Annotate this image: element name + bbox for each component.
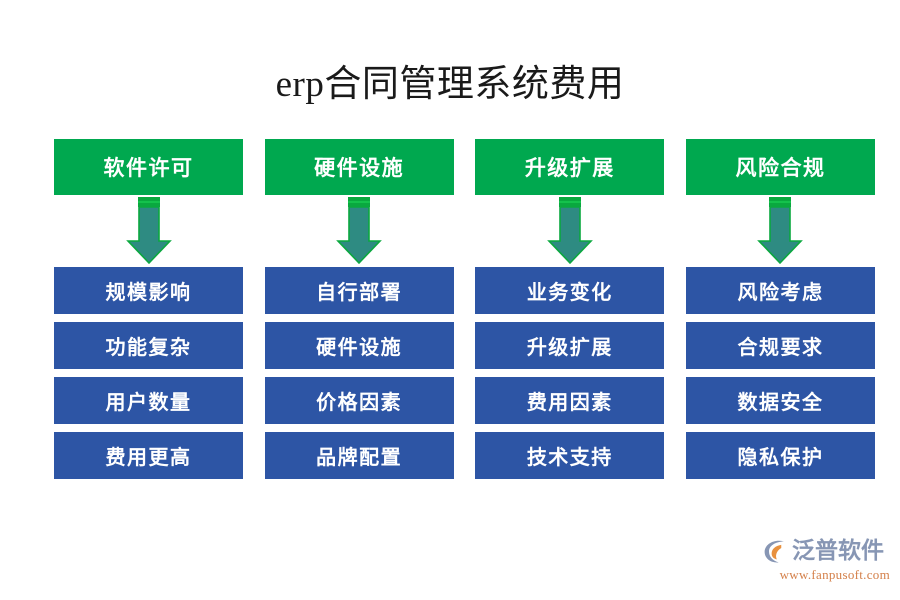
arrow-connector	[475, 195, 664, 267]
column-header[interactable]: 硬件设施	[264, 139, 454, 195]
fanpu-swoosh-logo-icon	[764, 540, 784, 563]
arrow-down-icon	[546, 197, 593, 265]
list-item[interactable]: 价格因素	[264, 377, 454, 424]
arrow-down-icon	[336, 197, 383, 265]
brand-url: www.fanpusoft.com	[779, 567, 890, 582]
brand-name: 泛普软件	[792, 538, 884, 563]
column-header[interactable]: 风险合规	[685, 139, 875, 195]
list-item[interactable]: 品牌配置	[264, 432, 454, 479]
list-item[interactable]: 业务变化	[475, 267, 665, 314]
column-header[interactable]: 软件许可	[54, 139, 243, 195]
watermark: 泛普软件 www.fanpusoft.com	[762, 536, 890, 586]
arrow-down-icon	[125, 197, 172, 265]
list-item[interactable]: 规模影响	[54, 267, 243, 314]
list-item[interactable]: 技术支持	[475, 432, 665, 479]
column-software-license: 软件许可 规模影响 功能复杂 用户数量 费用更高	[54, 139, 243, 484]
list-item[interactable]: 费用更高	[54, 432, 243, 479]
list-item[interactable]: 风险考虑	[685, 267, 875, 314]
list-item[interactable]: 硬件设施	[264, 322, 454, 369]
column-grid: 软件许可 规模影响 功能复杂 用户数量 费用更高 硬件设施	[54, 139, 875, 484]
arrow-down-icon	[757, 197, 804, 265]
list-item[interactable]: 用户数量	[54, 377, 243, 424]
item-list: 自行部署 硬件设施 价格因素 品牌配置	[264, 267, 454, 479]
list-item[interactable]: 合规要求	[685, 322, 875, 369]
column-hardware-facilities: 硬件设施 自行部署 硬件设施 价格因素 品牌配置	[264, 139, 454, 484]
page-title: erp合同管理系统费用	[275, 64, 625, 105]
item-list: 业务变化 升级扩展 费用因素 技术支持	[475, 267, 665, 479]
list-item[interactable]: 自行部署	[264, 267, 454, 314]
list-item[interactable]: 费用因素	[475, 377, 665, 424]
item-list: 规模影响 功能复杂 用户数量 费用更高	[54, 267, 243, 479]
column-risk-compliance: 风险合规 风险考虑 合规要求 数据安全 隐私保护	[685, 139, 875, 484]
arrow-connector	[265, 195, 454, 267]
list-item[interactable]: 隐私保护	[685, 432, 875, 479]
column-header[interactable]: 升级扩展	[475, 139, 665, 195]
arrow-connector	[54, 195, 243, 267]
logo-row: 泛普软件	[762, 536, 890, 566]
item-list: 风险考虑 合规要求 数据安全 隐私保护	[685, 267, 875, 479]
list-item[interactable]: 升级扩展	[475, 322, 665, 369]
list-item[interactable]: 数据安全	[685, 377, 875, 424]
list-item[interactable]: 功能复杂	[54, 322, 243, 369]
column-upgrade-expansion: 升级扩展 业务变化 升级扩展 费用因素 技术支持	[475, 139, 665, 484]
arrow-connector	[686, 195, 875, 267]
